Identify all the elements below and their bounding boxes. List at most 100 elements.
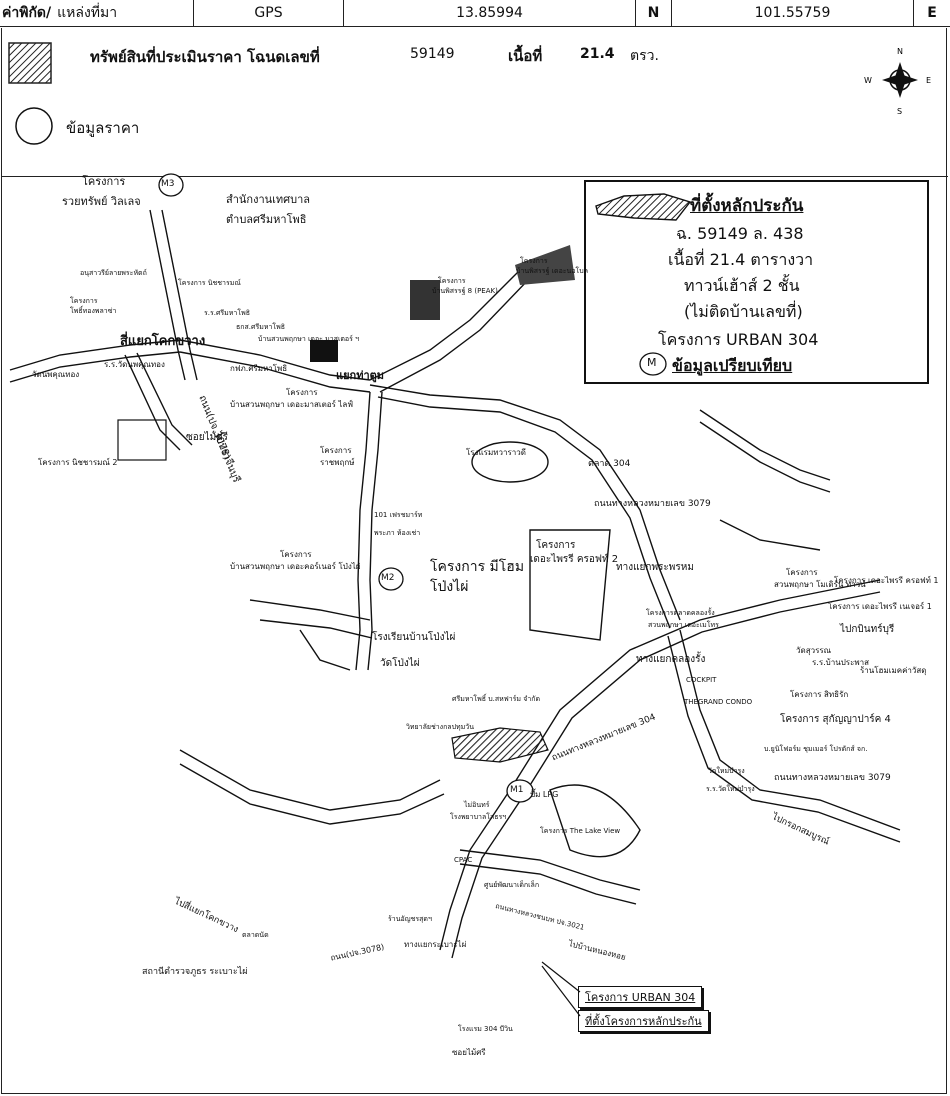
label-monument: อนุสาวรีย์ลายพระหัตถ์ — [80, 269, 147, 277]
info-title: ที่ตั้งหลักประกัน — [690, 196, 804, 216]
label-suanprueksa: โครงการ — [286, 388, 318, 397]
label-ratprueksa2: ราชพฤกษ์ — [320, 458, 355, 467]
latitude-value: 13.85994 — [344, 0, 636, 26]
longitude-value: 101.55759 — [672, 0, 914, 26]
label-road-3079: ถนนทางหลวงหมายเลข 3079 — [594, 499, 711, 509]
label-sitthirak: โครงการ สิทธิรัก — [790, 690, 849, 699]
label-thefree1: โครงการ เดอะไพรรี ครอฟท์ 1 — [834, 576, 939, 585]
area-label: เนื้อที่ — [508, 47, 543, 65]
area-unit: ตรว. — [630, 48, 659, 64]
label-nobel2: บ้านพิสรรฐ์ เดอะนอโบล — [516, 267, 589, 275]
collateral-info-box: ที่ตั้งหลักประกัน ฉ. 59149 ล. 438 เนื้อท… — [584, 180, 929, 384]
label-municipal2: ตำบลศรีมหาโพธิ — [226, 213, 307, 226]
label-market-nak: ตลาดนัด — [242, 931, 269, 939]
label-grand-condo: THEGRAND CONDO — [684, 698, 753, 706]
longitude-dir: E — [927, 5, 937, 21]
label-phothong: โครงการ — [70, 297, 98, 305]
collateral-callout: ที่ตั้งโครงการหลักประกัน — [578, 1010, 709, 1032]
label-suanprueksa2: บ้านสวนพฤกษา เดอะมาสเตอร์ ไลฟ์ — [230, 400, 353, 409]
circle-legend-icon — [15, 107, 53, 145]
label-peak2: บ้านพิสรรฐ์ 8 (PEAK) — [432, 287, 498, 295]
label-hospital: โรงพยาบาลโสธรฯ — [450, 813, 507, 821]
label-intersection-kok: สี่แยกโคกขวาง — [120, 334, 206, 349]
compass-n: N — [897, 47, 903, 56]
m2-marker — [378, 567, 404, 591]
label-yaek-rabao: ทางแยกระเบาะไผ่ — [404, 940, 467, 949]
label-market-proj: โครงการตลาดคลองรั้ง — [646, 609, 715, 617]
callout-leader-lines — [541, 961, 581, 1017]
info-area-line: เนื้อที่ 21.4 ตารางวา — [668, 250, 814, 269]
label-suksan: โครงการ สุกัญญาปาร์ค 4 — [780, 714, 891, 725]
label-ratprueksa: โครงการ — [320, 446, 352, 455]
label-wat-pongpai: วัดโป่งไผ่ — [380, 658, 420, 669]
hatch-legend-icon — [8, 42, 52, 84]
compass-rose-icon: N S E W — [864, 47, 931, 116]
label-nitcharam: โครงการ นิชชารมณ์ — [178, 279, 241, 287]
collateral-hatch-icon — [595, 193, 692, 221]
m2-label: M2 — [381, 573, 395, 583]
label-miihome: โครงการ มีโฮม — [430, 559, 525, 575]
label-soi-maisi2: ซอยไม้ศรี — [452, 1048, 486, 1057]
label-hotel: โรงแรมทวาราวดี — [466, 448, 526, 457]
label-yaek-phraphrom: ทางแยกพระพรหม — [616, 562, 694, 573]
label-thefree-nature: โครงการ เดอะไพรรี เนเจอร์ 1 — [828, 602, 932, 611]
label-soi-maisi: ซอยไม้ศรี — [186, 432, 228, 443]
label-rice-shop: ร้านโฮมเมคค่าวัสดุ — [860, 666, 927, 675]
label-wat-khok: วัดนพคุณทอง — [32, 370, 80, 379]
coord-source-cell: ค่าพิกัด/ แหล่งที่มา — [0, 0, 194, 26]
label-urban-nearby: โรงแรม 304 บีวิน — [458, 1025, 513, 1033]
label-municipal: สำนักงานเทศบาล — [226, 193, 311, 206]
info-building-line: ทาวน์เฮ้าส์ 2 ชั้น — [684, 276, 800, 295]
label-thefree: โครงการ — [536, 540, 576, 551]
area-value: 21.4 — [580, 46, 615, 62]
source-value: GPS — [194, 0, 344, 26]
compass-w: W — [864, 76, 872, 85]
label-lakeview: โครงการ The Lake View — [540, 827, 621, 835]
label-pea: กฟภ.ศรีมหาโพธิ — [230, 364, 288, 373]
label-pruksa-master: บ้านสวนพฤกษา เดอะ มาสเตอร์ ฯ — [258, 335, 360, 343]
info-deed-line: ฉ. 59149 ล. 438 — [676, 224, 804, 243]
road-network — [9, 209, 901, 959]
compass-s: S — [897, 107, 902, 116]
price-data-label: ข้อมูลราคา — [66, 119, 140, 137]
source-label: แหล่งที่มา — [57, 5, 118, 21]
subject-label: ทรัพย์สินที่ประเมินราคา โฉนดเลขที่ — [90, 48, 320, 66]
label-school-sri: ร.ร.ศรีมหาโพธิ — [204, 309, 250, 317]
label-bank-sri: ธกส.ศรีมหาโพธิ — [236, 323, 286, 331]
label-wat-nongyai: วัดใหม่บำรุง — [708, 767, 745, 775]
label-hoeng: พระภา ห้องเช่า — [374, 529, 421, 537]
label-thefree2: เดอะไพรรี ครอฟท์ 2 — [530, 554, 619, 565]
legend-divider — [2, 176, 948, 177]
coord-label: ค่าพิกัด/ — [2, 5, 52, 21]
label-nitcharam2: โครงการ นิชชารมณ์ 2 — [38, 458, 118, 467]
m-marker-icon — [639, 352, 667, 376]
label-mai-in: ไม่อินทร์ — [464, 801, 490, 809]
label-suanprueksa3: โครงการ — [280, 550, 312, 559]
label-yaek-khlongrang: ทางแยกคลองรั้ง — [636, 654, 706, 665]
label-miihome2: โป่งไผ่ — [430, 579, 469, 595]
label-rice-mill: วิทยาลัยช่างกลปทุมวัน — [406, 723, 474, 731]
label-shop-ban: ร้านอัญชรสุดฯ — [388, 915, 432, 923]
label-cpac: CPAC — [454, 856, 473, 864]
m1-marker — [506, 779, 534, 803]
info-address-line: (ไม่ติดบ้านเลขที่) — [684, 302, 803, 321]
deed-number: 59149 — [410, 46, 455, 62]
label-school-wat: ร.ร.วัดนพคุณทอง — [104, 360, 165, 369]
label-school-nongyai: ร.ร.วัดใหม่บำรุง — [706, 785, 755, 793]
label-wat-school: วัดสุวรรณ — [796, 646, 832, 655]
m3-marker — [158, 173, 184, 197]
label-seven: 101 เฟรชมาร์ท — [374, 511, 423, 519]
latitude-dir: N — [636, 0, 672, 26]
label-yaek-tha-toom: แยกท่าตูม — [336, 369, 385, 382]
label-proj-ruay: โครงการ — [82, 175, 126, 188]
m1-label: M1 — [510, 785, 524, 795]
label-supermarket: บ.ยูนิโฟอร์ม ชุมเมอร์ โปรดักส์ จก. — [764, 745, 868, 753]
label-police: สถานีตำรวจภูธร ระเบาะไผ่ — [142, 967, 248, 977]
info-compare-label: ข้อมูลเปรียบเทียบ — [672, 356, 793, 375]
label-nobel: โครงการ — [520, 257, 548, 265]
map-frame — [1, 28, 948, 1094]
project-callout: โครงการ URBAN 304 — [578, 986, 703, 1008]
label-cockpit: COCKPIT — [686, 676, 717, 684]
label-ptt: ปั๊ม LPG — [530, 790, 559, 799]
label-market-304: ตลาด 304 — [588, 459, 631, 469]
